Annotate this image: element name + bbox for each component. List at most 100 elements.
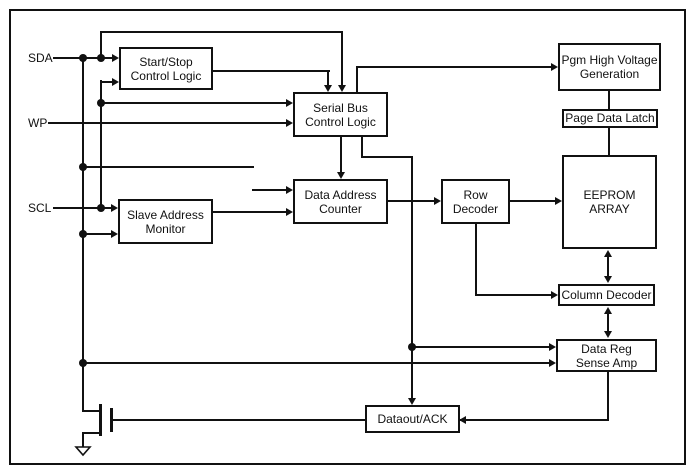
wire-scl-to-startstop [100,81,113,83]
wire-rowdecoder-to-eeprom [509,200,556,202]
block-label: EEPROM [583,188,636,202]
wire-sda-rail-top [100,31,102,59]
diagram-border [9,9,686,465]
arrowhead [324,85,332,92]
arrowhead [111,230,118,238]
block-slave-address-monitor: Slave Address Monitor [118,199,213,244]
block-page-data-latch: Page Data Latch [562,109,658,128]
wire-serialbus-branch-drop [361,136,363,158]
block-label: Column Decoder [561,288,652,302]
wire-source-hook [82,432,100,434]
pin-label-scl: SCL [28,201,52,215]
wire-startstop-into-serialbus [327,70,329,86]
arrowhead [408,398,416,405]
wire-to-datareg-1 [411,346,550,348]
arrowhead [337,172,345,179]
wire-to-datareg-2 [82,362,550,364]
arrowhead [286,208,293,216]
block-label: Dataout/ACK [377,412,448,426]
junction-dot [97,54,105,62]
block-label: Generation [579,67,640,81]
wire-to-column-decoder [475,294,551,296]
wire-serialbus-to-counter [340,136,342,173]
wire-gate-to-dataout [112,419,365,421]
arrowhead [555,197,562,205]
block-label: Data Reg [581,341,632,356]
block-pgm-high-voltage-generation: Pgm High Voltage Generation [558,43,661,91]
arrowhead [604,250,612,257]
wire-startstop-output [212,70,330,72]
mosfet-gate-bar [110,408,113,432]
wire-sda-to-counter-a [82,166,254,168]
arrowhead [338,85,346,92]
block-label: Page Data Latch [565,111,655,125]
arrowhead [286,99,293,107]
block-data-address-counter: Data Address Counter [293,179,388,224]
wire-top-into-serialbus [341,31,343,86]
wire-scl-to-serialbus [100,102,287,104]
wire-drain-hook [82,410,100,412]
block-dataout-ack: Dataout/ACK [365,405,460,433]
wire-sda-to-counter-b [252,189,287,191]
arrowhead [112,54,119,62]
pin-label-wp: WP [28,116,48,130]
wire-serialbus-branch [361,156,413,158]
wire-sda-to-monitor [82,233,112,235]
wire-wp-input [48,122,287,124]
junction-dot [79,54,87,62]
block-label: Decoder [452,201,499,216]
wire-to-pgm-high-voltage [356,66,552,68]
block-label: Data Address [304,187,377,202]
block-label: ARRAY [589,202,630,216]
arrowhead [549,359,556,367]
junction-dot [79,163,87,171]
block-label: Control Logic [305,114,376,129]
arrowhead [286,119,293,127]
arrowhead [286,186,293,194]
ground-icon [74,446,92,457]
block-label: Serial Bus [313,100,368,115]
mosfet-channel-bar [99,404,102,436]
arrowhead [459,416,466,424]
block-label: Start/Stop [139,54,193,69]
block-label: Monitor [145,221,186,236]
block-row-decoder: Row Decoder [441,179,510,224]
wire-sda-top-link [100,31,343,33]
block-data-reg-sense-amp: Data Reg Sense Amp [556,339,657,372]
wire-columndecoder-datareg-bus [607,311,609,334]
wire-pagelatch-to-eeprom [608,127,610,156]
wire-pgmhv-to-pagelatch [608,90,610,110]
wire-eeprom-columndecoder-bus [607,254,609,279]
arrowhead [604,331,612,338]
arrowhead [604,307,612,314]
block-serial-bus-control-logic: Serial Bus Control Logic [293,92,388,137]
wire-pgmhv-tap [356,66,358,92]
block-label: Sense Amp [575,355,638,370]
block-label: Counter [319,201,362,216]
wire-datareg-down [607,371,609,421]
arrowhead [549,343,556,351]
wire-monitor-to-counter [212,211,287,213]
arrowhead [112,78,119,86]
junction-dot [79,359,87,367]
junction-dot [79,230,87,238]
block-label: Pgm High Voltage [561,53,658,67]
wire-rowdecoder-to-columndecoder [475,223,477,296]
pin-label-sda: SDA [28,51,53,65]
arrowhead [604,276,612,283]
block-start-stop-control-logic: Start/Stop Control Logic [119,47,213,90]
block-label: Control Logic [130,68,202,83]
arrowhead [551,63,558,71]
arrowhead [111,204,118,212]
arrowhead [434,197,441,205]
wire-datareg-to-dataout [459,419,609,421]
block-eeprom-array: EEPROM ARRAY [562,155,657,249]
junction-dot [97,204,105,212]
junction-dot [408,343,416,351]
wire-serial-data-vertical [411,156,413,399]
junction-dot [97,99,105,107]
block-label: Row [463,187,488,202]
arrowhead [551,291,558,299]
block-column-decoder: Column Decoder [558,284,655,306]
